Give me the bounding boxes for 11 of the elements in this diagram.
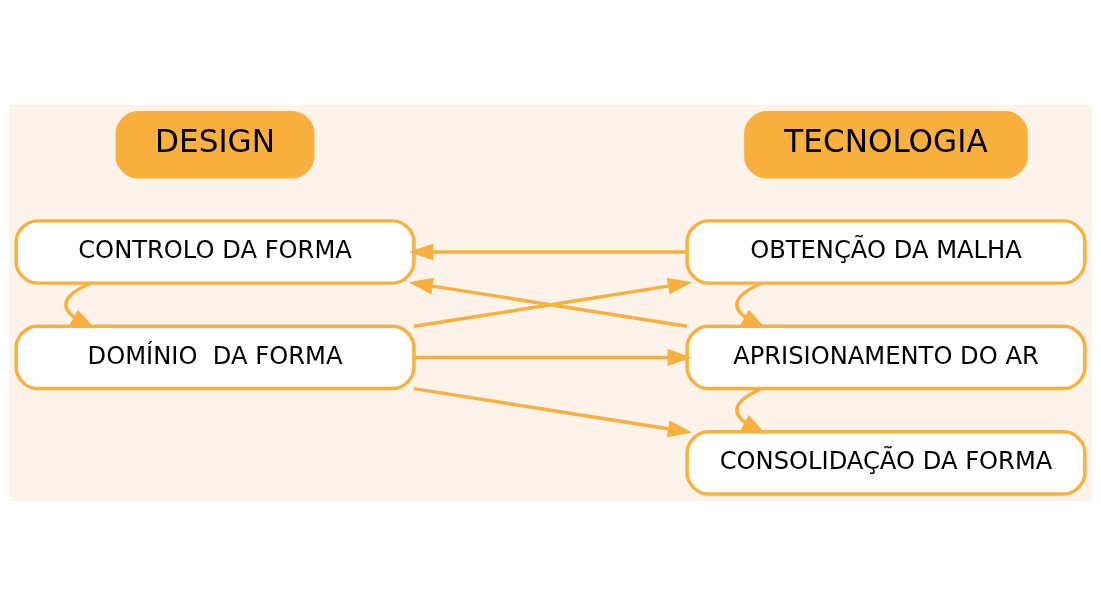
arrow — [409, 243, 687, 261]
node-box: CONSOLIDAÇÃO DA FORMA — [685, 430, 1087, 496]
arrow — [414, 349, 692, 366]
node-box: APRISIONAMENTO DO AR — [685, 324, 1087, 391]
node-box: DESIGN — [115, 111, 315, 179]
arrow — [735, 387, 767, 435]
node-box: TECNOLOGIA — [744, 111, 1028, 179]
node-box: DOMÍNIO DA FORMA — [14, 324, 416, 391]
node-box: OBTENÇÃO DA MALHA — [685, 219, 1087, 285]
arrow — [413, 386, 693, 438]
node-box: CONTROLO DA FORMA — [14, 219, 416, 285]
